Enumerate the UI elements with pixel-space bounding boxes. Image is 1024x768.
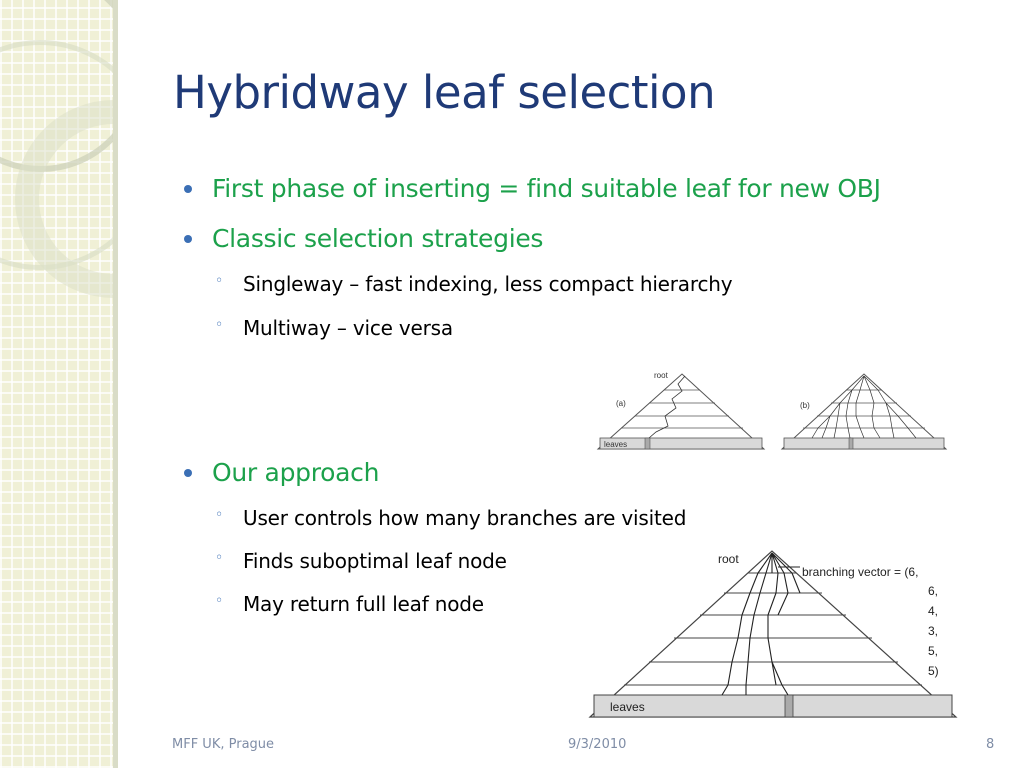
sub-bullet-text: User controls how many branches are visi…: [243, 506, 687, 530]
bullet-text: Our approach: [212, 458, 380, 487]
sub-bullet-text: Finds suboptimal leaf node: [243, 549, 507, 573]
diagram-tag: (b): [800, 401, 810, 410]
tree-root-label: root: [654, 371, 669, 380]
bullet-text: First phase of inserting = find suitable…: [212, 174, 881, 203]
diagram-tag: (a): [616, 399, 626, 408]
tree-leaves-label: leaves: [610, 700, 645, 714]
branching-vector-value: 4,: [928, 604, 938, 618]
ring-bullet-icon: ◦: [215, 273, 224, 289]
selection-strategies-figure: root (a) leaves (b): [596, 371, 948, 450]
slide-title: Hybridway leaf selection: [173, 66, 716, 119]
sub-bullet-text: May return full leaf node: [243, 592, 484, 616]
branching-vector-value: 5): [928, 664, 939, 678]
tree-leaves-label: leaves: [604, 440, 627, 449]
footer-location: MFF UK, Prague: [172, 737, 275, 752]
bullet-text: Classic selection strategies: [212, 224, 544, 253]
ring-bullet-icon: ◦: [215, 550, 224, 566]
branching-vector-label: branching vector = (6,: [802, 565, 918, 579]
singleway-tree-diagram: root (a) leaves: [596, 371, 766, 450]
hybridway-tree-diagram: root branching vector = (6, 6, 4, 3, 5, …: [588, 550, 958, 718]
footer-page-number: 8: [986, 737, 995, 752]
bullet-dot-icon: [184, 235, 192, 243]
footer-date: 9/3/2010: [568, 737, 627, 752]
ring-bullet-icon: ◦: [215, 317, 224, 333]
branching-vector-value: 5,: [928, 644, 938, 658]
tree-root-label: root: [718, 552, 739, 566]
ring-bullet-icon: ◦: [215, 593, 224, 609]
branching-vector-value: 6,: [928, 584, 938, 598]
multiway-tree-diagram: (b): [780, 373, 948, 450]
sub-bullet-text: Singleway – fast indexing, less compact …: [243, 272, 733, 296]
branching-vector-value: 3,: [928, 624, 938, 638]
bullet-dot-icon: [184, 469, 192, 477]
sidebar-edge: [113, 0, 118, 768]
sub-bullet-text: Multiway – vice versa: [243, 316, 453, 340]
ring-bullet-icon: ◦: [215, 507, 224, 523]
bullet-dot-icon: [184, 185, 192, 193]
decorative-sidebar: [0, 0, 113, 768]
